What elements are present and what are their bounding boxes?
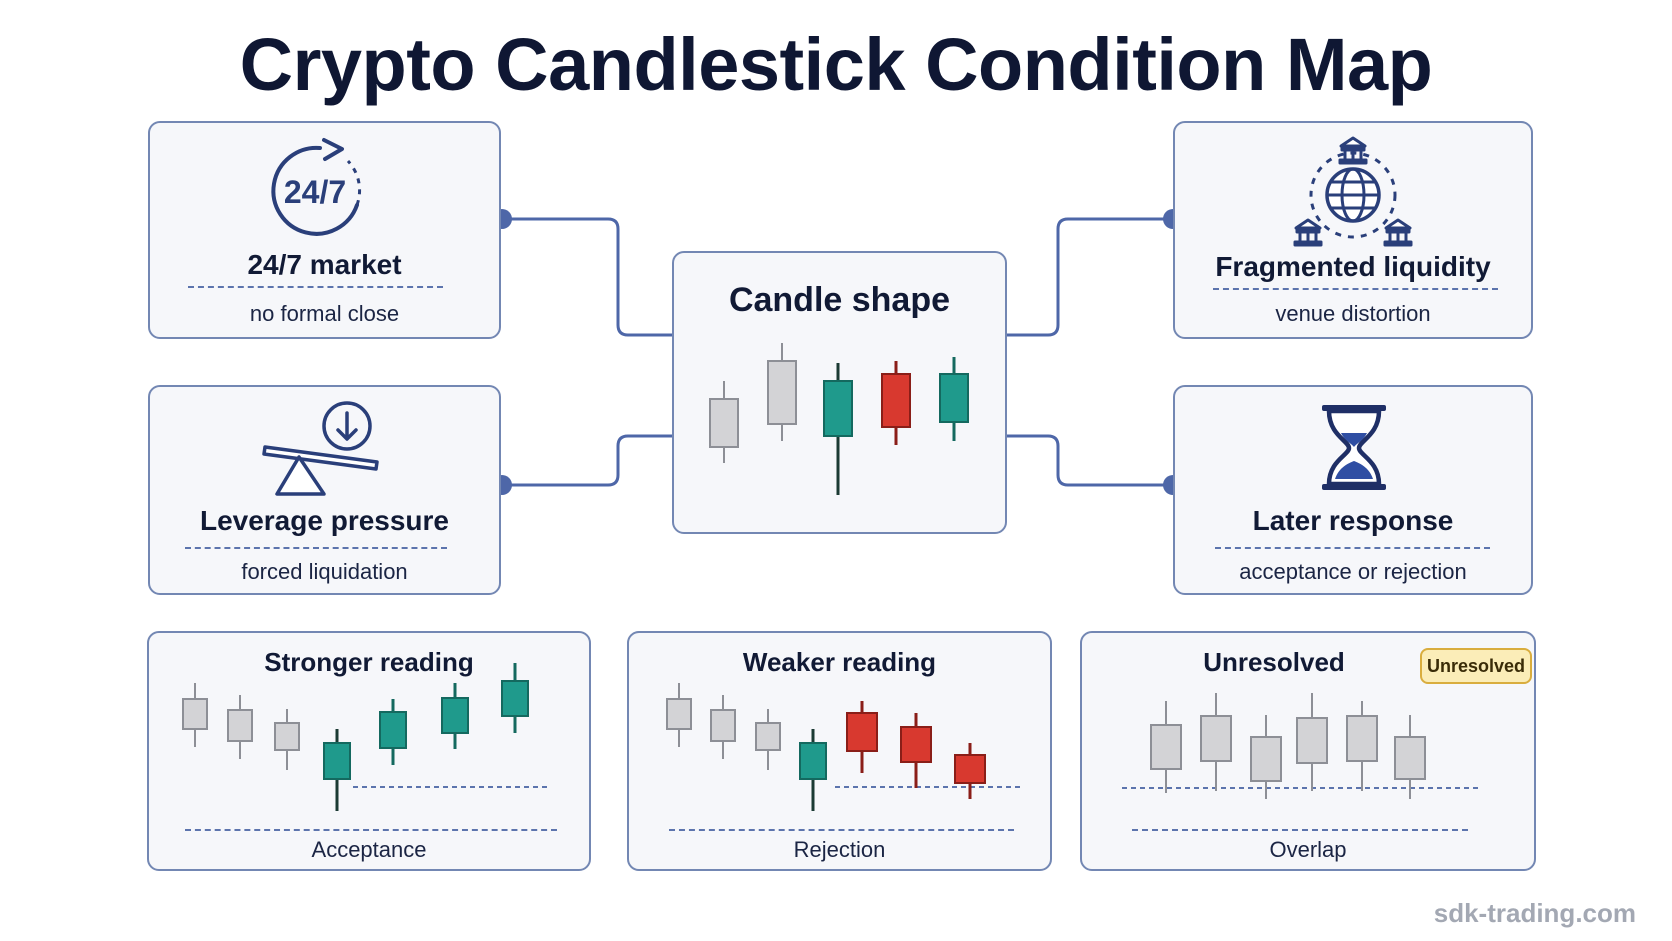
card-title: Leverage pressure <box>199 505 450 536</box>
card-fragmented-liquidity: Fragmented liquidity venue distortion <box>1173 121 1533 339</box>
status-badge: Unresolved <box>1420 648 1532 684</box>
candle-shape-chart <box>709 343 969 495</box>
candle <box>274 709 300 770</box>
unresolved-chart <box>1122 693 1478 799</box>
candle <box>182 683 208 747</box>
candle <box>441 683 469 749</box>
candle <box>846 701 878 773</box>
panel-title: Unresolved <box>1203 647 1345 677</box>
candle <box>755 709 781 770</box>
center-title: Candle shape <box>728 281 951 319</box>
clock-cycle-icon: 24/7 <box>271 138 362 236</box>
candle <box>1346 701 1378 791</box>
candle <box>767 343 797 441</box>
panel-caption: Overlap <box>1269 837 1347 862</box>
divider <box>188 286 443 288</box>
candle <box>323 729 351 811</box>
candle <box>939 357 969 441</box>
divider <box>185 829 557 831</box>
candle <box>954 743 986 799</box>
globe-banks-icon <box>1293 136 1413 247</box>
candle <box>501 663 529 733</box>
card-title: 24/7 market <box>247 249 402 280</box>
candle <box>1150 701 1182 793</box>
candle <box>823 363 853 495</box>
candle <box>799 729 827 811</box>
stronger-reading-chart <box>182 663 551 811</box>
candle <box>1296 693 1328 791</box>
candle <box>379 699 407 765</box>
candle <box>666 683 692 747</box>
seesaw-down-arrow-icon <box>262 401 379 496</box>
candle <box>709 381 739 463</box>
panel-caption: Rejection <box>793 837 886 862</box>
panel-unresolved: Unresolved Unresolved Overlap <box>1080 631 1536 871</box>
panel-caption: Acceptance <box>311 837 427 862</box>
card-subtitle: forced liquidation <box>241 559 408 584</box>
divider <box>185 547 447 549</box>
card-candle-shape: Candle shape <box>672 251 1007 534</box>
card-24-7-market: 24/7 24/7 market no formal close <box>148 121 501 339</box>
card-subtitle: acceptance or rejection <box>1239 559 1467 584</box>
divider <box>1132 829 1468 831</box>
card-title: Later response <box>1252 505 1454 536</box>
divider <box>1213 288 1498 290</box>
candle <box>881 361 911 445</box>
candle <box>900 713 932 788</box>
panel-stronger-reading: Stronger reading Acceptance <box>147 631 591 871</box>
divider <box>669 829 1014 831</box>
candle <box>1250 715 1282 799</box>
card-subtitle: venue distortion <box>1275 301 1431 326</box>
card-title: Fragmented liquidity <box>1215 251 1491 282</box>
weaker-reading-chart <box>666 683 1022 811</box>
hourglass-icon <box>1322 405 1386 490</box>
candle <box>227 695 253 759</box>
card-later-response: Later response acceptance or rejection <box>1173 385 1533 595</box>
page-title: Crypto Candlestick Condition Map <box>239 23 1433 106</box>
card-leverage-pressure: Leverage pressure forced liquidation <box>148 385 501 595</box>
candle <box>1394 715 1426 799</box>
panel-weaker-reading: Weaker reading Rejection <box>627 631 1052 871</box>
footer-domain: sdk-trading.com <box>1433 898 1636 928</box>
divider <box>1215 547 1490 549</box>
panel-title: Stronger reading <box>264 647 474 677</box>
candle <box>1200 693 1232 791</box>
candle <box>710 695 736 759</box>
clock-label: 24/7 <box>284 174 346 210</box>
card-subtitle: no formal close <box>249 301 400 326</box>
panel-title: Weaker reading <box>742 647 937 677</box>
